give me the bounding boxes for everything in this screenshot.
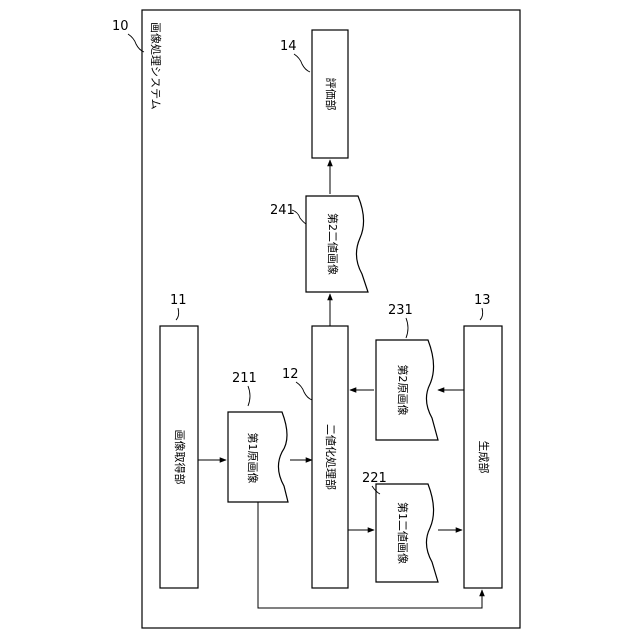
ref-12: 12: [282, 367, 299, 382]
block-image-acquisition: 画像取得部: [160, 326, 198, 588]
svg-text:第2二値画像: 第2二値画像: [326, 213, 340, 275]
ref-231: 231: [388, 303, 413, 318]
ref-211: 211: [232, 371, 257, 386]
ref-14: 14: [280, 39, 297, 54]
ref-11: 11: [170, 293, 187, 308]
system-ref: 10: [112, 19, 129, 34]
block-binarization: 二値化処理部: [312, 326, 348, 588]
svg-text:評価部: 評価部: [324, 78, 338, 111]
svg-text:第2原画像: 第2原画像: [396, 365, 410, 416]
ref-13: 13: [474, 293, 491, 308]
doc-first-original: 第1原画像: [228, 412, 288, 502]
svg-text:生成部: 生成部: [477, 441, 491, 474]
block-evaluation: 評価部: [312, 30, 348, 158]
svg-text:第1二値画像: 第1二値画像: [396, 502, 410, 564]
svg-text:画像取得部: 画像取得部: [173, 430, 187, 485]
ref-241: 241: [270, 203, 295, 218]
svg-text:二値化処理部: 二値化処理部: [324, 424, 338, 490]
system-title: 画像処理システム: [149, 22, 162, 110]
ref-221: 221: [362, 471, 387, 486]
block-generation: 生成部: [464, 326, 502, 588]
svg-text:第1原画像: 第1原画像: [246, 433, 260, 484]
